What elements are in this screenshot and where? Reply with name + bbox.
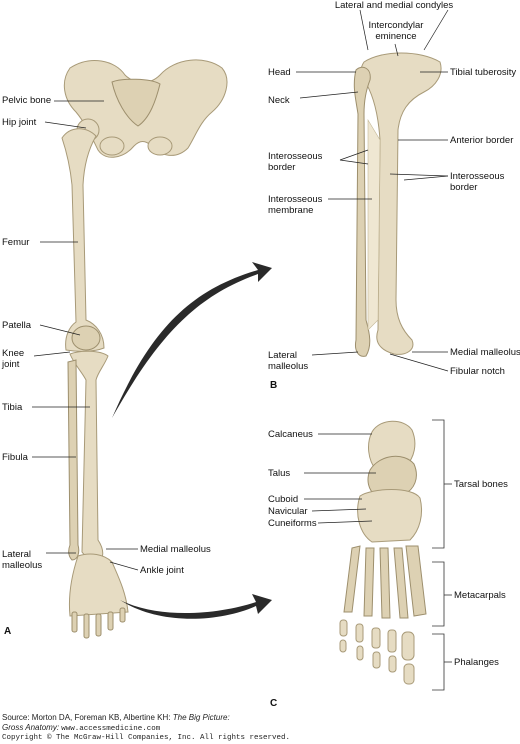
label-interosseous-membrane-line1: Interosseous [268, 194, 323, 205]
label-hip-joint: Hip joint [2, 117, 37, 128]
fibula-b-shape [353, 66, 371, 357]
tarsal-bracket [432, 419, 445, 549]
panel-c-illustration [339, 420, 427, 685]
source-credit: Source: Morton DA, Foreman KB, Albertine… [2, 713, 290, 744]
patella-shape [71, 325, 101, 351]
arrow-to-b [112, 262, 272, 418]
label-fibular-notch: Fibular notch [450, 366, 505, 377]
label-interosseous-border-right-line1: Interosseous [450, 171, 505, 182]
source-book-title-2: Gross Anatomy: [2, 722, 62, 732]
tarsals-shape [357, 489, 423, 543]
label-condyles: Lateral and medial condyles [334, 0, 454, 11]
source-book-title-1: The Big Picture: [172, 713, 230, 722]
label-navicular: Navicular [268, 506, 308, 517]
label-interosseous-border-left-line2: border [268, 162, 296, 173]
label-intercondylar-line2: eminence [375, 31, 417, 42]
label-knee-joint-line1: Knee [2, 348, 25, 359]
label-calcaneus: Calcaneus [268, 429, 313, 440]
label-talus: Talus [268, 468, 291, 479]
sacrum-shape [111, 78, 161, 127]
metatarsals-shape [343, 545, 427, 619]
leader-lines [32, 9, 449, 571]
interosseous-membrane-shape [367, 118, 381, 331]
panel-b-illustration [353, 52, 442, 357]
label-fibula: Fibula [2, 452, 28, 463]
tibia-shape [69, 350, 109, 560]
femur-shape [61, 128, 105, 352]
label-medial-malleolus-a: Medial malleolus [140, 544, 211, 555]
label-lateral-malleolus-a-line2: malleolus [2, 560, 43, 571]
label-anterior-border: Anterior border [450, 135, 514, 146]
label-tibia: Tibia [2, 402, 23, 413]
phalanges-bracket [432, 633, 445, 691]
label-pelvic-bone: Pelvic bone [2, 95, 52, 106]
foot-a-shape [69, 553, 129, 617]
panel-letter-a: A [4, 626, 12, 637]
panel-letter-c: C [270, 698, 278, 709]
panel-a-illustration [61, 59, 228, 639]
label-interosseous-border-right-line2: border [450, 182, 478, 193]
label-lateral-malleolus-b-line2: malleolus [268, 361, 309, 372]
label-patella: Patella [2, 320, 32, 331]
panel-letter-b: B [270, 380, 278, 391]
label-tarsal-bones: Tarsal bones [454, 479, 508, 490]
label-neck: Neck [268, 95, 290, 106]
label-cuboid: Cuboid [268, 494, 299, 505]
label-intercondylar-line1: Intercondylar [368, 20, 424, 31]
source-url: www.accessmedicine.com [61, 724, 161, 733]
metacarpal-bracket [432, 561, 445, 627]
label-interosseous-border-left-line1: Interosseous [268, 151, 323, 162]
label-tibial-tuberosity: Tibial tuberosity [450, 67, 517, 78]
label-cuneiforms: Cuneiforms [268, 518, 317, 529]
fibula-shape [67, 359, 80, 561]
label-phalanges: Phalanges [454, 657, 499, 668]
obturator-right [147, 136, 173, 156]
obturator-left [99, 136, 125, 156]
source-line-1: Source: Morton DA, Foreman KB, Albertine… [2, 713, 290, 723]
label-lateral-malleolus-a-line1: Lateral [2, 549, 32, 560]
source-line-2: Gross Anatomy: www.accessmedicine.com [2, 723, 290, 735]
label-ankle-joint: Ankle joint [140, 565, 184, 576]
arrow-to-c [120, 594, 272, 619]
label-metacarpals: Metacarpals [454, 590, 506, 601]
tibia-b-shape [360, 52, 442, 355]
source-authors: Source: Morton DA, Foreman KB, Albertine… [2, 713, 173, 722]
label-head: Head [268, 67, 291, 78]
copyright-line: Copyright © The McGraw-Hill Companies, I… [2, 734, 291, 742]
label-knee-joint-line2: joint [2, 359, 20, 370]
talus-shape [367, 455, 417, 497]
label-lateral-malleolus-b-line1: Lateral [268, 350, 298, 361]
label-interosseous-membrane-line2: membrane [268, 205, 314, 216]
phalanges-shape [339, 619, 415, 685]
label-medial-malleolus-b: Medial malleolus [450, 347, 520, 358]
label-femur: Femur [2, 237, 30, 248]
